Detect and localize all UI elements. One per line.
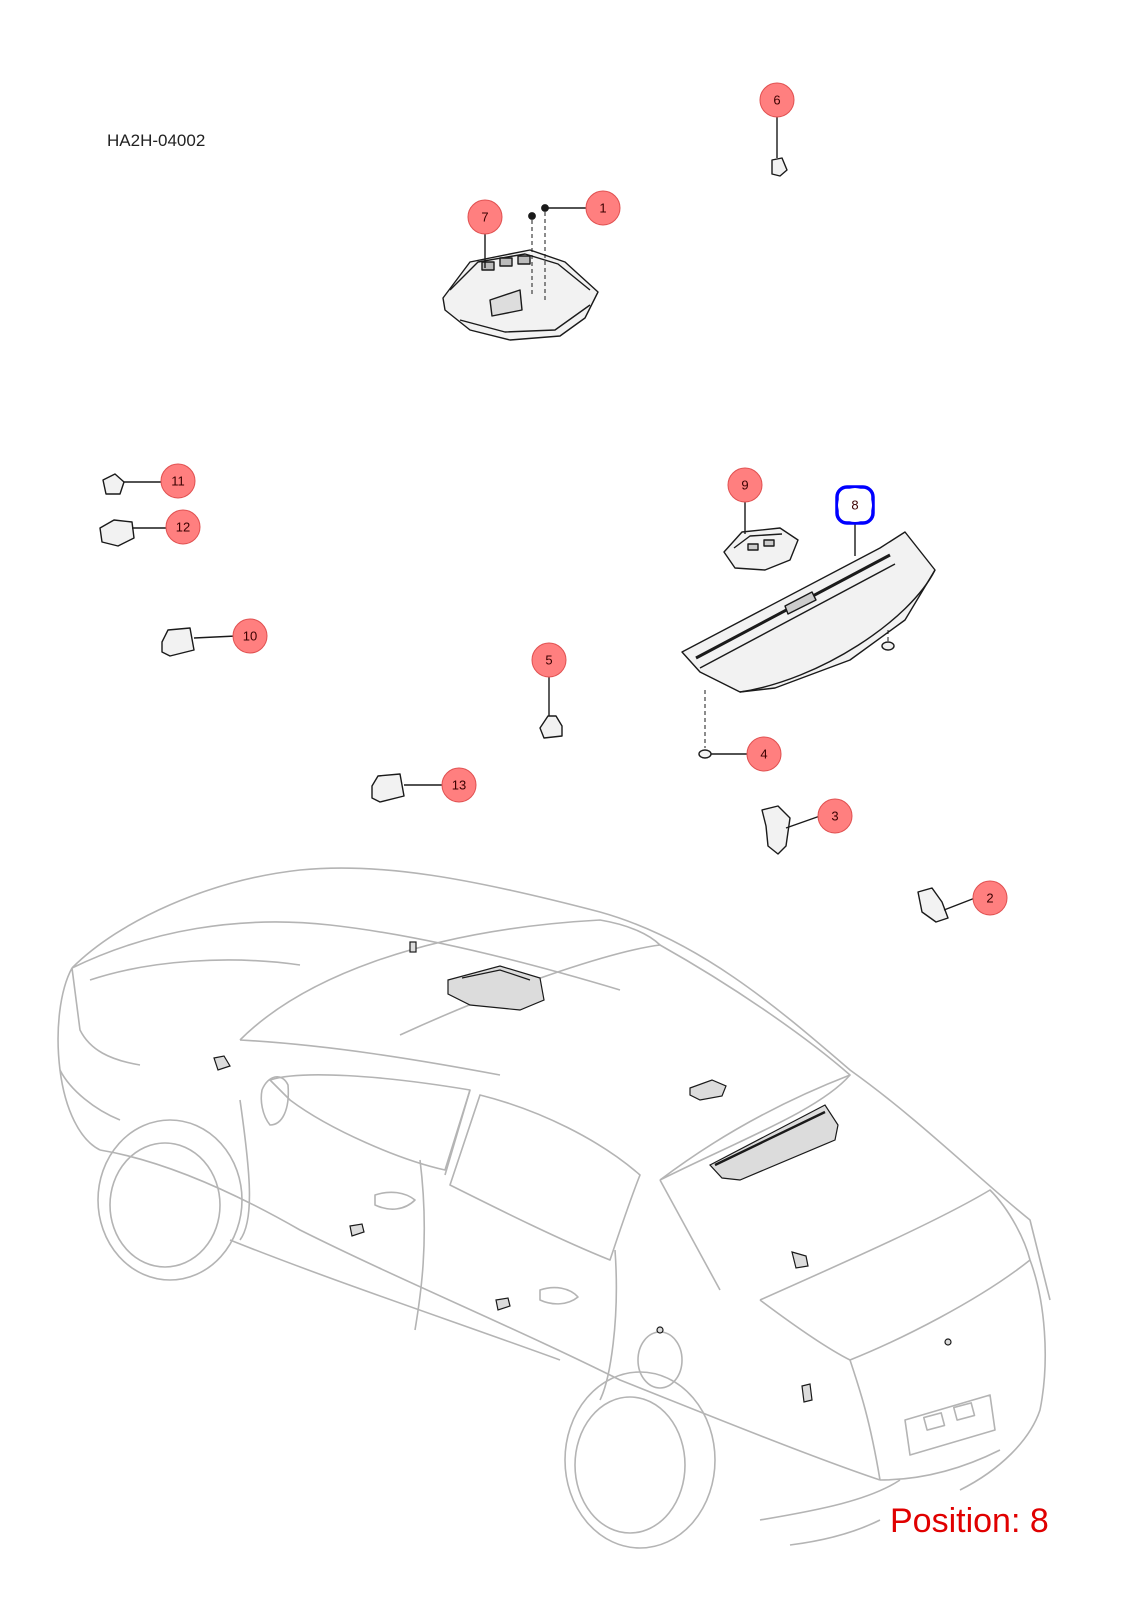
part-connector (917, 887, 949, 923)
callout-11[interactable]: 11 (160, 463, 196, 499)
part-overhead-console (442, 249, 599, 341)
callout-circle[interactable] (817, 798, 853, 834)
part-fastener (881, 641, 895, 651)
callout-13[interactable]: 13 (441, 767, 477, 803)
diagram-reference-code: HA2H-04002 (107, 131, 206, 150)
callout-8[interactable]: 8 (835, 485, 875, 525)
callout-number: 2 (986, 891, 993, 906)
callout-circle[interactable] (160, 463, 196, 499)
part-sensor-5 (539, 715, 563, 739)
leader-lines (124, 116, 976, 911)
callout-number: 10 (243, 629, 257, 644)
callout-10[interactable]: 10 (232, 618, 268, 654)
callout-circle[interactable] (441, 767, 477, 803)
callout-circle[interactable] (232, 618, 268, 654)
part-rear-lamp-garnish (681, 531, 936, 693)
callout-number: 1 (599, 201, 606, 216)
callout-number: 3 (831, 809, 838, 824)
callout-circle[interactable] (727, 467, 763, 503)
part-sensor-12 (99, 519, 135, 547)
callout-1[interactable]: 1 (585, 190, 621, 226)
callout-7[interactable]: 7 (467, 199, 503, 235)
callout-4[interactable]: 4 (746, 736, 782, 772)
part-room-lamp (723, 527, 799, 571)
callout-circle[interactable] (531, 642, 567, 678)
callout-number: 13 (452, 778, 466, 793)
callout-circle[interactable] (838, 488, 872, 522)
callout-circle[interactable] (467, 199, 503, 235)
callout-number: 11 (171, 474, 185, 489)
callout-number: 8 (851, 498, 858, 513)
callout-circle[interactable] (585, 190, 621, 226)
callout-circle[interactable] (165, 509, 201, 545)
callout-3[interactable]: 3 (817, 798, 853, 834)
parts (99, 157, 949, 923)
part-bracket (761, 805, 791, 855)
callout-circle[interactable] (746, 736, 782, 772)
part-small-sensor (771, 157, 788, 177)
callout-number: 7 (481, 210, 488, 225)
callout-12[interactable]: 12 (165, 509, 201, 545)
callout-number: 9 (741, 478, 748, 493)
callout-number: 5 (545, 653, 552, 668)
callout-number: 6 (773, 93, 780, 108)
installed-parts-on-vehicle (213, 941, 952, 1403)
part-sensor-11 (102, 473, 125, 495)
callout-number: 12 (176, 520, 190, 535)
part-fastener (698, 749, 712, 759)
callout-2[interactable]: 2 (972, 880, 1008, 916)
position-label: Position: 8 (890, 1502, 1049, 1540)
callout-5[interactable]: 5 (531, 642, 567, 678)
part-module-10 (161, 627, 195, 657)
callout-circle[interactable] (972, 880, 1008, 916)
callout-6[interactable]: 6 (759, 82, 795, 118)
vehicle-outline (57, 867, 1051, 1549)
callout-9[interactable]: 9 (727, 467, 763, 503)
callout-circle[interactable] (759, 82, 795, 118)
part-module-13 (371, 773, 405, 803)
callout-number: 4 (760, 747, 767, 762)
